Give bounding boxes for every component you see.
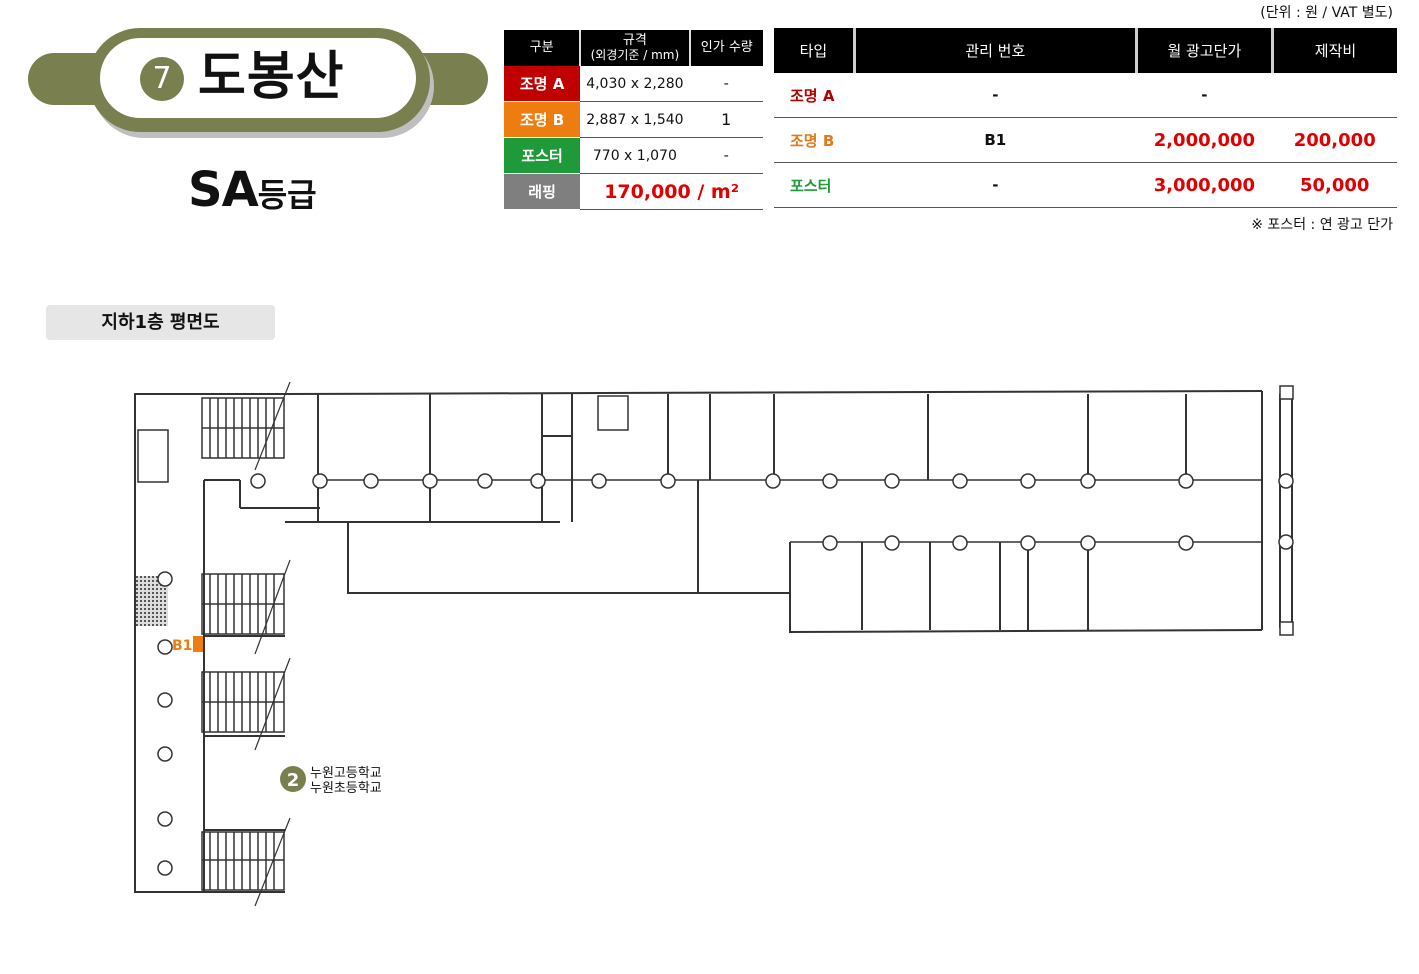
price-id: - (854, 73, 1137, 118)
spec-label-light-b: 조명 B (504, 101, 581, 138)
price-type: 조명 A (774, 73, 855, 118)
spec-label-poster: 포스터 (504, 137, 581, 174)
exit-destination: 누원초등학교 (310, 781, 382, 796)
spec-label-wrapping: 래핑 (504, 173, 581, 210)
exit-destination: 누원고등학교 (310, 766, 382, 781)
price-row: 조명 A - - (774, 73, 1397, 118)
price-monthly: - (1136, 73, 1273, 118)
grade-suffix: 등급 (257, 176, 317, 214)
spec-row-wrapping: 래핑 170,000 / m² (504, 173, 763, 210)
spec-qty: - (689, 66, 763, 102)
spec-header-size-label: 규격 (622, 33, 647, 48)
floor-plan-walls (134, 390, 1293, 893)
price-row: 조명 B B1 2,000,000 200,000 (774, 117, 1397, 163)
spec-header-size: 규격 (외경기준 / mm) (579, 30, 690, 66)
price-type: 포스터 (774, 162, 855, 208)
price-header-monthly: 월 광고단가 (1134, 28, 1273, 73)
spec-size: 4,030 x 2,280 (580, 66, 690, 102)
b1-marker (193, 636, 203, 652)
b1-marker-label: B1 (172, 638, 192, 654)
price-monthly: 3,000,000 (1136, 162, 1273, 208)
price-id: - (854, 162, 1137, 208)
stair-1 (201, 381, 291, 471)
spec-row: 조명 A 4,030 x 2,280 - (504, 66, 763, 102)
price-header-id: 관리 번호 (852, 28, 1137, 73)
floor-plan-title: 지하1층 평면도 (46, 305, 275, 340)
wrapping-price: 170,000 / m² (580, 173, 763, 210)
stair-3 (201, 657, 291, 751)
price-production: 50,000 (1272, 162, 1397, 208)
spec-row: 조명 B 2,887 x 1,540 1 (504, 101, 763, 138)
exit-badge (280, 766, 306, 792)
station-number: 7 (140, 57, 184, 101)
spec-header-qty: 인가 수량 (688, 30, 763, 66)
price-table: 타입 관리 번호 월 광고단가 제작비 조명 A - - 조명 B B1 2,0… (774, 28, 1397, 208)
price-type: 조명 B (774, 117, 855, 163)
price-production (1272, 73, 1397, 118)
spec-size: 770 x 1,070 (580, 137, 690, 174)
spec-qty: - (689, 137, 763, 174)
exit-destinations: 누원고등학교 누원초등학교 (310, 766, 382, 796)
poster-note: ※ 포스터 : 연 광고 단가 (1251, 217, 1393, 233)
price-id: B1 (854, 117, 1137, 163)
stair-4 (201, 817, 291, 907)
price-monthly: 2,000,000 (1136, 117, 1273, 163)
station-name: 도봉산 (198, 47, 345, 107)
spec-qty: 1 (689, 101, 763, 138)
price-header-production: 제작비 (1270, 28, 1397, 73)
grade-main: SA (188, 162, 259, 218)
price-production: 200,000 (1272, 117, 1397, 163)
columns (157, 385, 1294, 876)
spec-header-size-sub: (외경기준 / mm) (590, 48, 680, 62)
price-row: 포스터 - 3,000,000 50,000 (774, 162, 1397, 208)
exit-number: 2 (287, 770, 300, 791)
price-header-type: 타입 (774, 28, 855, 73)
spec-table: 구분 규격 (외경기준 / mm) 인가 수량 조명 A 4,030 x 2,2… (504, 30, 763, 210)
spec-label-light-a: 조명 A (504, 66, 581, 102)
spec-size: 2,887 x 1,540 (580, 101, 690, 138)
stair-2 (201, 559, 291, 655)
spec-row: 포스터 770 x 1,070 - (504, 137, 763, 174)
stairs (201, 381, 291, 907)
station-grade: SA등급 (188, 162, 317, 218)
unit-note: (단위 : 원 / VAT 별도) (1260, 5, 1393, 21)
spec-header-category: 구분 (504, 30, 581, 66)
